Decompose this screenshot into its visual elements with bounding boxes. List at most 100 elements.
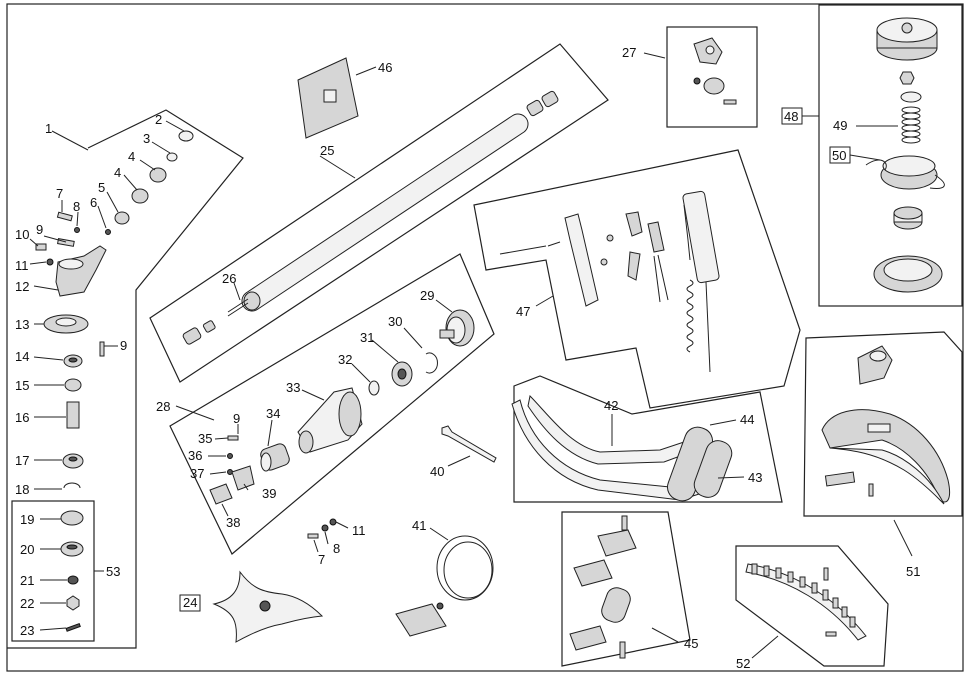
clamp-part [231,465,255,491]
handle-clamp-group: 45 [561,511,698,667]
part-label-11: 11 [352,523,366,538]
circlip-part [425,352,438,374]
gear-head-group: 1 2 3 4 4 5 6 7 8 9 10 11 12 13 9 14 15 … [7,109,244,649]
bushing-part [541,90,559,108]
screw-part [35,243,47,251]
part-label-30: 30 [388,314,402,329]
screw-part [307,533,319,539]
clamp-box-group: 27 [622,26,758,128]
part-label-32: 32 [338,352,352,367]
line-cutter-group: 52 [735,545,889,671]
part-label-8: 8 [73,199,80,214]
washer-part [321,524,329,532]
head-cover-center [901,22,913,34]
spring-part [901,106,921,144]
screw-part [868,483,874,497]
part-label-12: 12 [15,279,29,294]
washer-part [227,453,233,459]
trimmer-line [929,174,945,189]
part-label-22: 22 [20,596,34,611]
part-label-41: 41 [412,518,426,533]
gear-part [64,378,82,392]
part-label-1: 1 [45,121,52,136]
clamp-lower-part [573,559,613,587]
part-label-13: 13 [15,317,29,332]
part-label-7: 7 [56,186,63,201]
gear-case-top [58,258,84,270]
shaft-tube-part [241,113,529,312]
part-label-33: 33 [286,380,300,395]
washer-part [166,152,178,162]
cable-part [683,204,691,261]
plate-window [323,89,337,103]
harness-strap-part [443,541,493,599]
screw-part [99,341,105,357]
spool-top [882,155,936,177]
bracket-part [209,483,233,505]
harness-hook [436,602,444,610]
handlebar-frame [513,375,783,503]
shaft-tube-end [243,291,261,311]
bearing-part [149,167,167,183]
bolt-part [621,515,628,531]
part-label-34: 34 [266,406,280,421]
part-label-44: 44 [740,412,754,427]
screw-part [825,631,837,637]
clutch-cone-face [338,391,362,437]
guard-group: 51 [803,331,963,579]
clamp-bottom-part [569,625,607,651]
part-label-14: 14 [15,349,29,364]
part-label-4: 4 [114,165,121,180]
coupling-frame [169,253,495,555]
part-label-38: 38 [226,515,240,530]
part-label-27: 27 [622,45,636,60]
trimmer-head-group: 48 49 50 [781,4,963,307]
nut-part [899,71,915,85]
sleeve-face [260,452,272,472]
bearing-inner [68,357,78,363]
part-label-35: 35 [198,431,212,446]
guard-plate-part [824,471,856,487]
screw-part [600,258,608,266]
part-label-11: 11 [15,258,29,273]
label-box-24 [179,594,201,612]
bolt-part [619,641,626,659]
bearing-inner [397,368,407,380]
harness-pad-part [395,603,447,637]
part-label-3: 3 [143,131,150,146]
part-label-10: 10 [15,227,29,242]
blade-hole [259,600,271,612]
shaft-frame [149,43,609,383]
part-label-20: 20 [20,542,34,557]
bolt-part [57,238,75,247]
grip-housing-part [682,190,720,284]
part-label-29: 29 [420,288,434,303]
part-label-6: 6 [90,195,97,210]
guard-rim [829,447,945,505]
hex-key-group: 40 [430,425,497,479]
guard-frame [803,331,963,517]
nut-part [693,77,701,85]
circlip-part [178,130,194,142]
guard-bracket-hole [869,350,887,362]
harness-strap-part [436,535,494,601]
part-label-9: 9 [36,222,43,237]
part-label-8: 8 [333,541,340,556]
part-label-36: 36 [188,448,202,463]
part-label-7: 7 [318,552,325,567]
throttle-housing-part [564,213,599,307]
part-label-9: 9 [120,338,127,353]
gear-head-frame [7,109,244,649]
shaft-tube-group: 46 25 26 [149,43,609,383]
part-label-23: 23 [20,623,34,638]
trimmer-line [865,159,887,171]
gear-case-part [55,245,107,297]
switch-part [647,221,665,253]
holder-part [60,510,84,526]
handle-clamp-frame [561,511,691,667]
part-label-40: 40 [430,464,444,479]
part-label-21: 21 [20,573,34,588]
bushing-part [526,99,544,117]
line-cutter-frame [735,545,889,667]
head-base-inner [883,258,933,282]
